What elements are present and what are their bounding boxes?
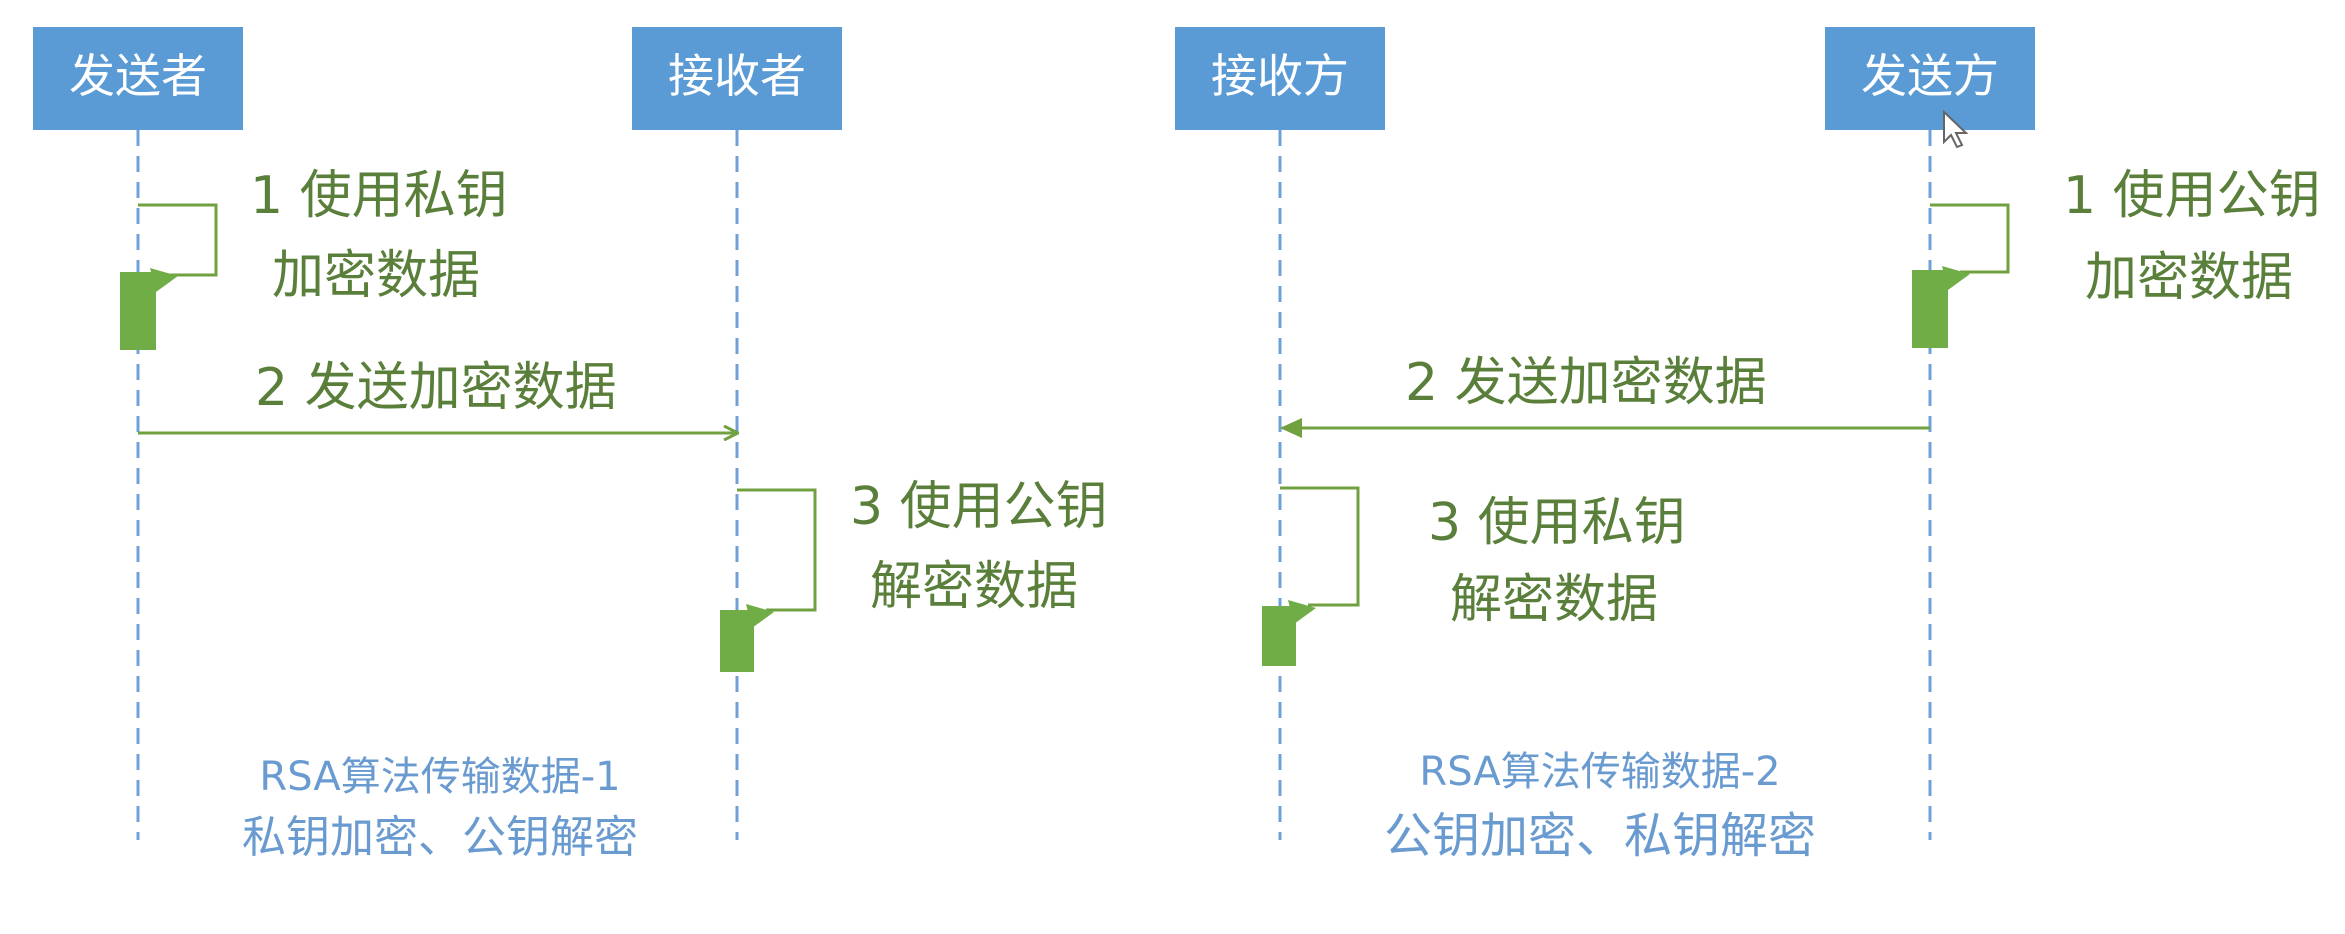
diagram-2: 接收方 发送方 1 使用公钥 加密数据 2 发送加密数据 3 使用私钥 解密数据… <box>1175 27 2321 864</box>
activation-arrowhead <box>1288 600 1316 624</box>
step-3-line-1: 3 使用公钥 <box>850 477 1108 537</box>
caption-title: RSA算法传输数据-2 <box>1419 749 1780 795</box>
step-1-line-1: 1 使用私钥 <box>250 166 508 226</box>
step-3-line-2: 解密数据 <box>870 557 1078 617</box>
actor-label: 发送方 <box>1861 49 1999 103</box>
activation-arrowhead <box>1942 266 1970 290</box>
step-2-label: 2 发送加密数据 <box>255 358 617 418</box>
activation-bar <box>720 610 754 672</box>
caption-subtitle: 私钥加密、公钥解密 <box>242 812 638 863</box>
step-2-label: 2 发送加密数据 <box>1405 353 1767 413</box>
activation-arrowhead <box>746 604 774 628</box>
actor-sender: 发送方 <box>1825 27 2035 130</box>
activation-bar <box>1262 606 1296 666</box>
actor-sender: 发送者 <box>33 27 243 130</box>
step-1-line-2: 加密数据 <box>272 246 480 306</box>
activation-bar <box>120 272 156 350</box>
actor-label: 发送者 <box>69 49 207 103</box>
caption-title: RSA算法传输数据-1 <box>259 754 620 800</box>
activation-arrowhead <box>150 268 178 292</box>
self-message-encrypt <box>138 203 218 277</box>
actor-label: 接收方 <box>1211 49 1349 103</box>
self-message-decrypt <box>737 488 817 612</box>
step-3-line-1: 3 使用私钥 <box>1428 493 1686 553</box>
caption-subtitle: 公钥加密、私钥解密 <box>1384 808 1816 864</box>
diagram-1: 发送者 接收者 1 使用私钥 加密数据 2 发送加密数据 3 使用公钥 解密数据… <box>33 27 1108 863</box>
activation-bar <box>1912 270 1948 348</box>
mouse-cursor-icon <box>1943 109 1969 149</box>
actor-receiver: 接收方 <box>1175 27 1385 130</box>
step-1-line-2: 加密数据 <box>2085 248 2293 308</box>
step-1-line-1: 1 使用公钥 <box>2063 166 2321 226</box>
self-message-decrypt <box>1280 486 1360 607</box>
self-message-encrypt <box>1930 203 2010 274</box>
actor-receiver: 接收者 <box>632 27 842 130</box>
step-3-line-2: 解密数据 <box>1450 570 1658 630</box>
actor-label: 接收者 <box>668 49 806 103</box>
